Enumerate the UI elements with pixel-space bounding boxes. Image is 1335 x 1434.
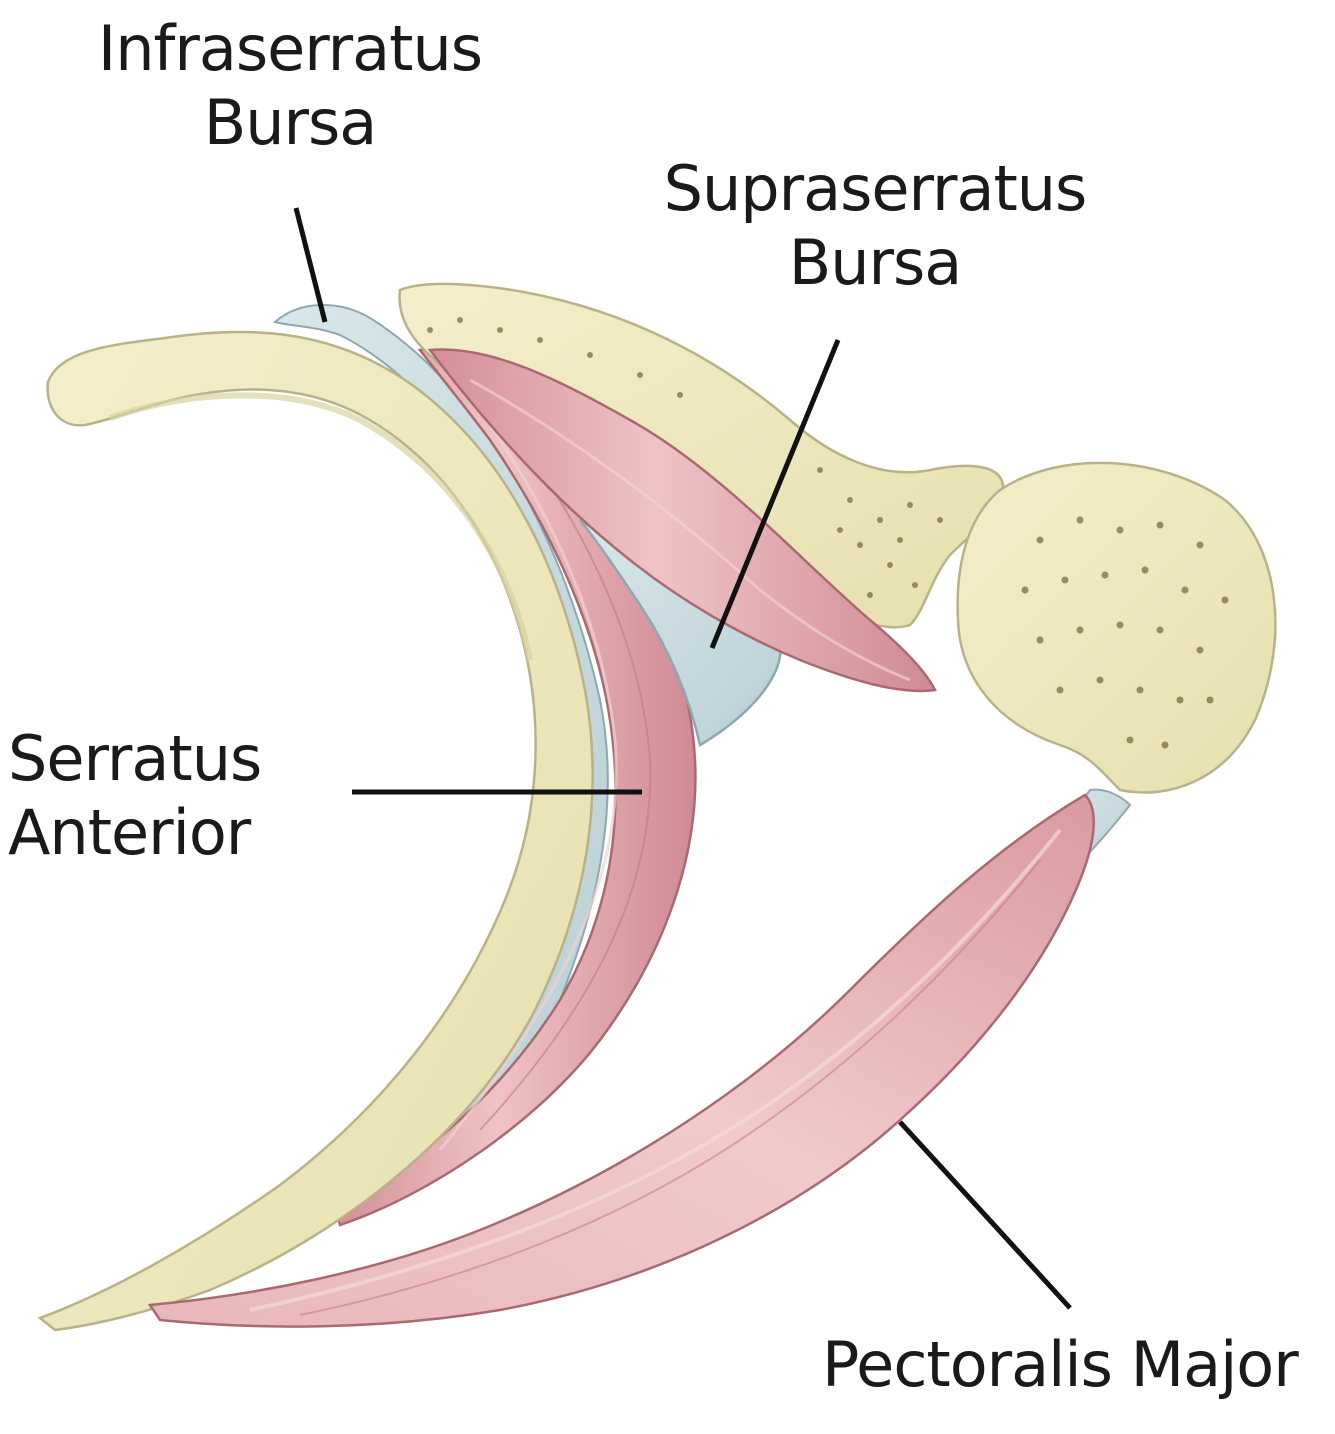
label-infraserratus-bursa: Infraserratus Bursa (60, 12, 520, 160)
leader-line-pectoralis (898, 1120, 1072, 1310)
label-serratus-anterior: Serratus Anterior (8, 722, 262, 870)
leader-line-infraserratus (293, 207, 328, 323)
rib-shape (37, 330, 594, 1332)
pectoralis-fiber (299, 859, 1041, 1316)
label-serratus-line2: Anterior (8, 796, 251, 869)
label-pectoralis-line1: Pectoralis Major (822, 1328, 1299, 1401)
label-supraserratus-line2: Bursa (788, 226, 963, 299)
pectoralis-major-shape (147, 793, 1095, 1328)
subscapular-fiber (469, 378, 911, 682)
label-infraserratus-line2: Bursa (203, 86, 378, 159)
humeral-head-shape (956, 461, 1277, 794)
rib-edge-shading (109, 392, 533, 661)
label-supraserratus-line1: Supraserratus (663, 152, 1088, 225)
pectoralis-fiber (249, 828, 1062, 1312)
leader-line-supraserratus (709, 339, 841, 649)
serratus-fiber (438, 364, 618, 1151)
humeral-head-bone-dots (1021, 516, 1229, 749)
subscapular-muscle-shape (427, 348, 937, 693)
label-serratus-line1: Serratus (8, 722, 262, 795)
label-supraserratus-bursa: Supraserratus Bursa (640, 152, 1110, 300)
scapula-bone-dots (427, 317, 943, 598)
label-infraserratus-line1: Infraserratus (97, 12, 483, 85)
label-pectoralis-major: Pectoralis Major (822, 1328, 1299, 1402)
